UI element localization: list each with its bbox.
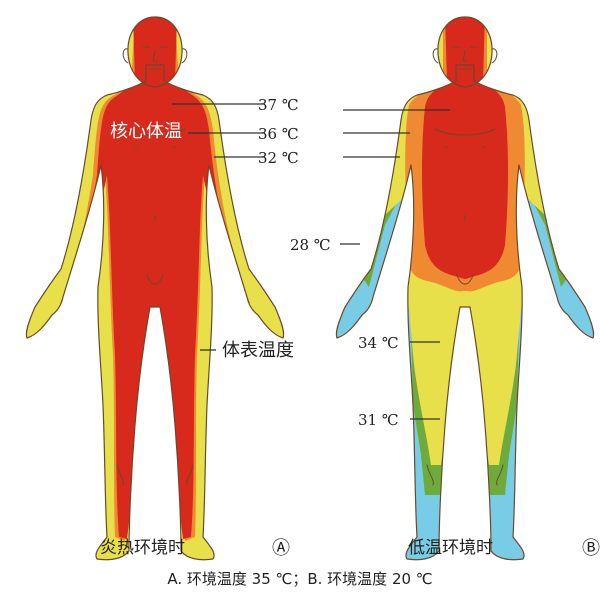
label-31c: 31 ℃ <box>358 411 399 429</box>
title-hot-environment: 炎热环境时 <box>100 538 185 558</box>
label-37c: 37 ℃ <box>258 96 299 114</box>
title-cold-environment: 低温环境时 <box>408 538 493 558</box>
label-34c: 34 ℃ <box>358 334 399 352</box>
label-core-temperature: 核心体温 <box>110 121 182 142</box>
marker-a: Ⓐ <box>272 538 290 559</box>
label-surface-temperature: 体表温度 <box>222 340 294 361</box>
label-36c: 36 ℃ <box>258 125 299 143</box>
label-32c: 32 ℃ <box>258 149 299 167</box>
figure-hot-environment <box>15 5 295 585</box>
figure-caption: A. 环境温度 35 ℃；B. 环境温度 20 ℃ <box>167 570 432 588</box>
figure-cold-environment <box>325 5 600 585</box>
label-28c: 28 ℃ <box>290 236 331 254</box>
marker-b: Ⓑ <box>582 538 600 559</box>
zone-37c-core <box>65 15 245 539</box>
